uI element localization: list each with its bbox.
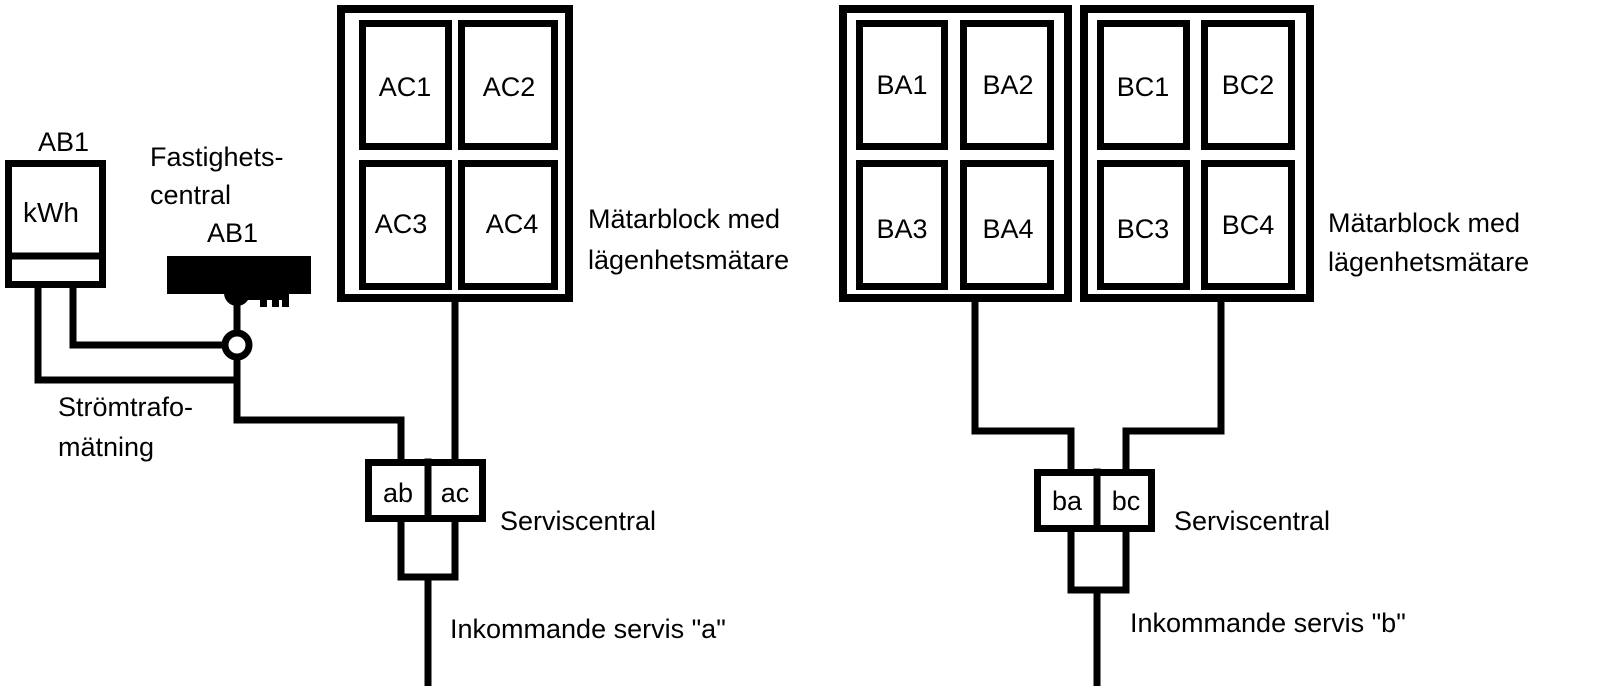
stromtrafo-label-line2: mätning [58, 432, 154, 462]
service-cell-ba: ba [1052, 486, 1083, 516]
meter-cell-label: AC1 [379, 72, 432, 102]
meter-cell-label: BA4 [982, 214, 1033, 244]
current-transformer-wiring [34, 284, 405, 464]
fastighetscentral-id: AB1 [207, 218, 258, 248]
meter-cell-label: AC2 [483, 72, 536, 102]
meter-cell: BA4 [960, 160, 1054, 290]
meter-cell: BC1 [1097, 20, 1190, 150]
service-central-a: ab ac [365, 458, 486, 686]
fastighetscentral-label-line1: Fastighets- [150, 142, 284, 172]
meter-cell-label: BA3 [876, 214, 927, 244]
service-a-label: Serviscentral [500, 506, 656, 536]
kwh-meter-body [5, 160, 106, 288]
meter-block-ba: BA1 BA2 BA3 BA4 [839, 5, 1072, 302]
kwh-meter-unit: kWh [23, 197, 79, 228]
fastighetscentral-label-line2: central [150, 180, 231, 210]
meter-cell-label: BA2 [982, 70, 1033, 100]
fastighetscentral-bar [167, 256, 311, 294]
meter-cell-label: BC1 [1117, 72, 1170, 102]
meter-cell-label: BA1 [876, 70, 927, 100]
meter-cell-label: AC4 [486, 209, 539, 239]
meter-cell: BA1 [856, 20, 948, 150]
meter-block-bc-label-line2: lägenhetsmätare [1328, 247, 1529, 277]
meter-cell: AC1 [359, 20, 452, 150]
meter-cell-label: AC3 [375, 209, 428, 239]
incoming-service-b-label: Inkommande servis "b" [1130, 608, 1406, 638]
meter-cell: BA3 [856, 160, 948, 290]
service-b-label: Serviscentral [1174, 506, 1330, 536]
current-transformer-icon [221, 329, 253, 361]
incoming-service-a-label: Inkommande servis "a" [450, 614, 726, 644]
meter-cell-label: BC2 [1222, 70, 1275, 100]
meter-cell: BC4 [1201, 160, 1295, 290]
feeder-wiring-b [971, 298, 1225, 474]
meter-cell: AC2 [458, 20, 558, 150]
meter-cell-label: BC4 [1222, 210, 1275, 240]
meter-cell: BC2 [1201, 20, 1295, 150]
service-cell-ab: ab [383, 478, 413, 508]
service-cell-bc: bc [1112, 486, 1141, 516]
meter-cell-label: BC3 [1117, 214, 1170, 244]
service-central-b: ba bc [1034, 468, 1155, 686]
meter-block-ac-label-line1: Mätarblock med [588, 204, 780, 234]
meter-cell: BA2 [960, 20, 1054, 150]
stromtrafo-label-line1: Strömtrafo- [58, 392, 193, 422]
fastighetscentral: Fastighets- central AB1 [150, 142, 311, 307]
meter-block-bc: BC1 BC2 BC3 BC4 [1080, 5, 1314, 302]
meter-block-ac-label-line2: lägenhetsmätare [588, 245, 789, 275]
meter-block-bc-label-line1: Mätarblock med [1328, 208, 1520, 238]
meter-cell: AC4 [458, 160, 558, 290]
meter-block-ac: AC1 AC2 AC3 AC4 [337, 5, 573, 464]
meter-cell: AC3 [359, 160, 452, 290]
service-cell-ac: ac [441, 478, 470, 508]
kwh-meter-ab1: AB1 kWh [5, 127, 106, 288]
kwh-meter-title: AB1 [38, 127, 89, 157]
meter-cell: BC3 [1097, 160, 1190, 290]
